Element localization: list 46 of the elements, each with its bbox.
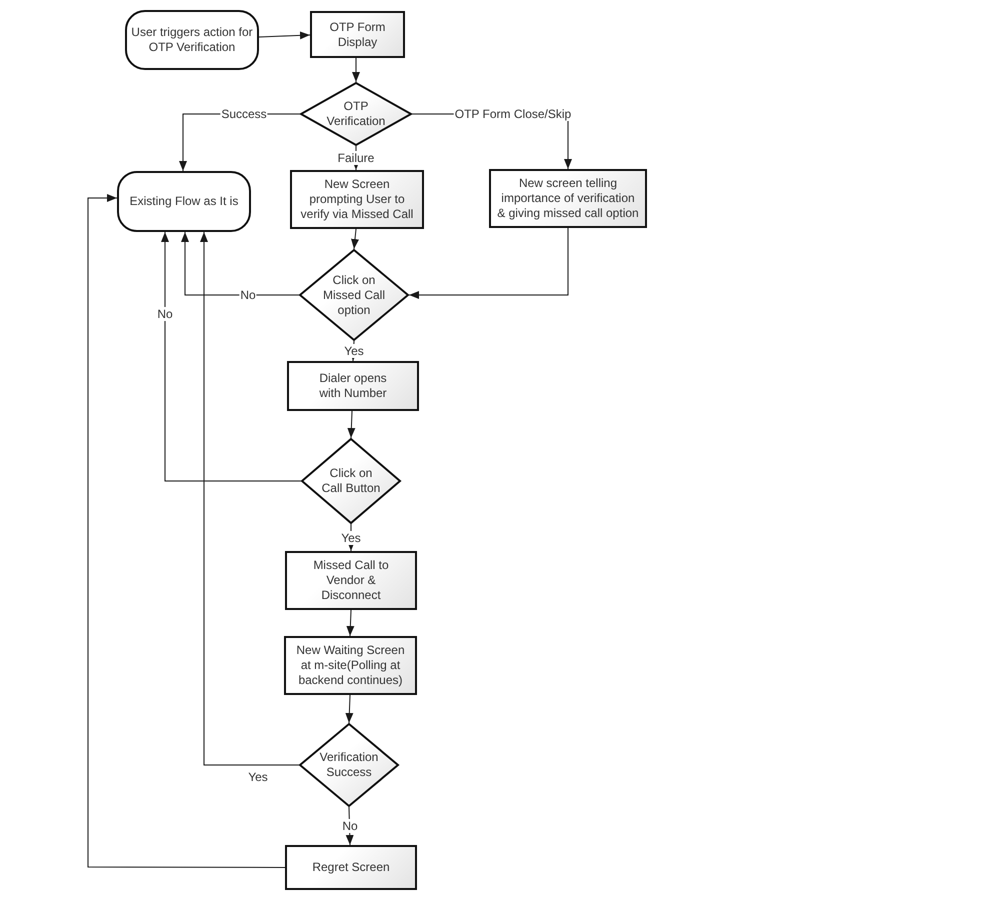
edge-label: Yes xyxy=(247,770,269,784)
edge-label: No xyxy=(239,288,257,302)
terminal-text: Existing Flow as It is xyxy=(130,194,238,209)
terminal-text: User triggers action for OTP Verification xyxy=(131,25,253,55)
decision-text: OTP Verification xyxy=(326,99,386,129)
process-box xyxy=(489,169,647,228)
step-text: New Waiting Screen at m-site(Polling at backend continues) xyxy=(295,643,406,688)
arrow xyxy=(408,228,568,299)
step-text: New screen telling importance of verification & giving missed call option xyxy=(496,176,640,221)
decision-diamond xyxy=(300,82,412,146)
edge-label: No xyxy=(156,307,174,321)
process-box xyxy=(310,11,405,58)
arrow xyxy=(347,410,356,438)
edge-label: Yes xyxy=(343,344,365,358)
terminal-shape xyxy=(117,171,251,232)
decision-text: Click on Missed Call option xyxy=(322,272,386,318)
arrow xyxy=(345,694,354,724)
process-box xyxy=(287,361,419,411)
terminal-shape xyxy=(125,10,259,70)
step-text: OTP Form Display xyxy=(328,20,386,50)
edge-label: No xyxy=(341,819,359,833)
arrow xyxy=(351,228,359,250)
arrow xyxy=(181,232,300,296)
process-box xyxy=(285,845,417,890)
edge-label: OTP Form Close/Skip xyxy=(454,107,572,121)
step-text: Dialer opens with Number xyxy=(318,371,388,401)
decision-diamond xyxy=(299,249,409,341)
arrow xyxy=(352,58,360,82)
arrow xyxy=(161,232,302,482)
decision-text: Click on Call Button xyxy=(320,466,382,496)
process-box xyxy=(284,636,417,695)
decision-diamond xyxy=(301,438,401,524)
step-text: Missed Call to Vendor & Disconnect xyxy=(312,558,390,603)
arrow xyxy=(346,610,354,636)
edge-label: Failure xyxy=(336,151,376,165)
decision-text: Verification Success xyxy=(318,750,380,780)
decision-diamond xyxy=(299,723,399,807)
step-text: New Screen prompting User to verify via Missed Call xyxy=(300,177,414,222)
step-text: Regret Screen xyxy=(312,860,390,875)
arrow xyxy=(200,232,300,766)
arrow xyxy=(258,31,310,40)
edge-label: Yes xyxy=(340,531,362,545)
edge-label: Success xyxy=(220,107,268,121)
arrow xyxy=(88,194,286,868)
process-box xyxy=(285,551,417,610)
process-box xyxy=(290,170,424,229)
